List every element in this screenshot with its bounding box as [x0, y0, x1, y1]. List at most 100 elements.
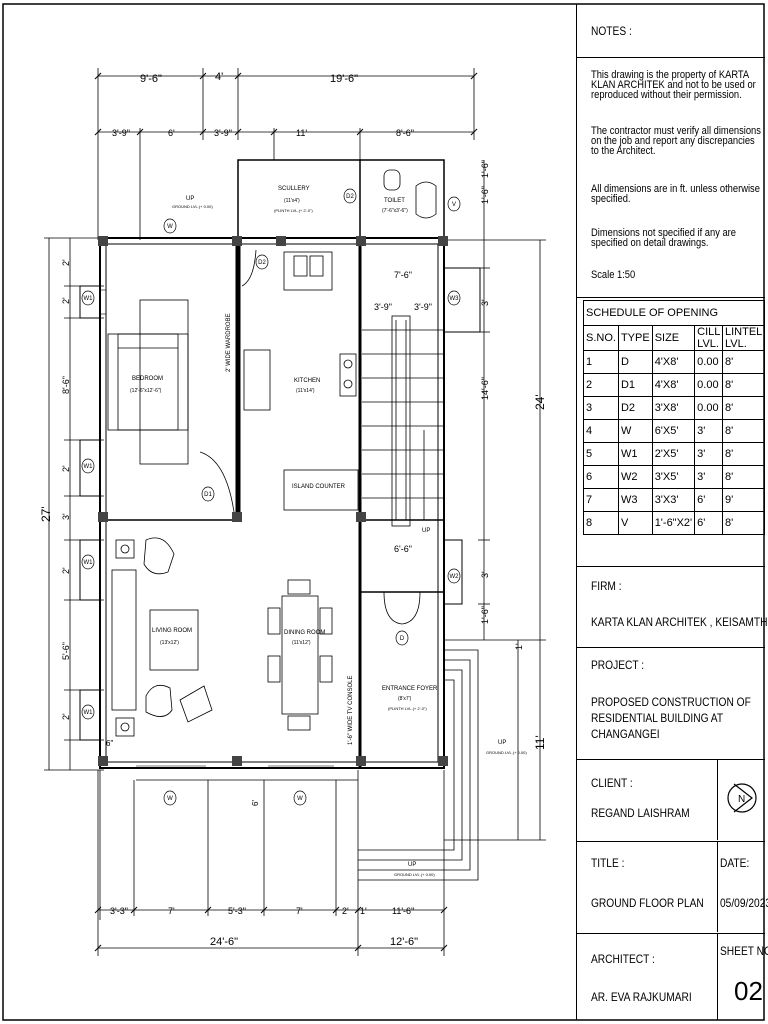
cell: 8'	[721, 511, 765, 535]
cell: 3'	[694, 442, 723, 466]
dim-top-inner-3: 3'-9"	[214, 128, 232, 138]
cell: 1	[583, 350, 619, 374]
cell: D	[617, 350, 653, 374]
cell: 2'X5'	[651, 442, 696, 466]
stair-dim-1: 7'-6"	[394, 270, 412, 280]
notes-section: This drawing is the property of KARTA KL…	[577, 58, 765, 298]
cell: 8'	[721, 373, 765, 397]
room-dining-size: (11'x12')	[292, 640, 311, 646]
cell: 0.00	[694, 373, 723, 397]
cell: 8'	[721, 350, 765, 374]
dim-top-outer-1: 9'-6"	[140, 73, 162, 85]
tag-w1-2: W1	[84, 464, 94, 470]
firm-label: FIRM :	[591, 579, 622, 593]
plan-text: 9'-6" 4' 19'-6" 3'-9" 6' 3'-9" 11' 8'-6"…	[39, 71, 547, 948]
up-label-4: UP	[408, 862, 416, 868]
dim-bottom-7: 11'-6"	[392, 906, 414, 916]
schedule-col-sno: S.NO.	[583, 325, 619, 351]
dim-left-6: 2'	[61, 567, 71, 574]
cell: 8'	[721, 442, 765, 466]
windows	[100, 289, 334, 767]
dim-top-inner-2: 6'	[168, 128, 175, 138]
stair-dim-4: 6'-6"	[394, 544, 412, 554]
dim-left-1: 2'	[61, 259, 71, 266]
cell: 6'	[694, 511, 723, 535]
notes-heading: NOTES :	[591, 24, 632, 38]
dim-top-inner-4: 11'	[296, 128, 307, 138]
client-label: CLIENT :	[591, 776, 633, 790]
dim-left-8: 2'	[61, 713, 71, 720]
dim-left-5: 3'	[61, 513, 71, 520]
note-5: Scale 1:50	[591, 269, 636, 281]
cell: 3	[583, 396, 619, 420]
cell: 8	[583, 511, 619, 535]
opening-tag-labels: W W1 W1 W1 W1 W W W3 W2 D D1 D2 D2 V	[84, 194, 460, 802]
room-island: ISLAND COUNTER	[292, 484, 346, 490]
furniture	[99, 169, 479, 920]
north-arrow-box: N	[717, 760, 766, 840]
room-foyer-lvl: (PLINTH LVL.(+ 2'-0")	[388, 706, 427, 711]
tag-w1-3: W1	[84, 560, 94, 566]
tag-w1-4: W1	[84, 710, 94, 716]
tag-w3: W3	[450, 296, 460, 302]
tag-w-1: W	[167, 224, 173, 230]
room-toilet-size: (7'-6"x3'-6")	[382, 208, 408, 214]
dim-right-6: 1'-6"	[480, 606, 490, 624]
project-value: PROPOSED CONSTRUCTION OF RESIDENTIAL BUI…	[591, 695, 751, 741]
dim-right-3: 14'-6"	[480, 377, 490, 400]
room-dining: DINING ROOM	[284, 630, 325, 636]
room-bedroom: BEDROOM	[132, 376, 163, 382]
room-toilet: TOILET	[384, 198, 405, 204]
dim-right-24: 24'	[533, 394, 547, 410]
cell: 8'	[721, 396, 765, 420]
misc-dim-2: 6'	[251, 800, 260, 806]
tag-d: D	[400, 636, 405, 642]
stair-dim-2: 3'-9"	[374, 302, 392, 312]
cell: W3	[617, 488, 653, 512]
cell: 6	[583, 465, 619, 489]
cell: 3'X5'	[651, 465, 696, 489]
cell: 6'	[694, 488, 723, 512]
cell: 0.00	[694, 350, 723, 374]
tag-w2: W2	[450, 574, 460, 580]
room-console: 1'-6" WIDE TV CONSOLE	[348, 675, 354, 745]
schedule-col-size: SIZE	[651, 325, 696, 351]
date-value: 05/09/2023	[720, 896, 768, 910]
schedule-of-opening-table: SCHEDULE OF OPENING S.NO. TYPE SIZE CILL…	[583, 300, 765, 535]
dim-bottom-5: 2'	[342, 906, 349, 916]
up-label-2: UP	[422, 528, 430, 534]
date-box: DATE: 05/09/2023	[717, 842, 768, 932]
cell: W2	[617, 465, 653, 489]
project-section: PROJECT : PROPOSED CONSTRUCTION OF RESID…	[577, 648, 765, 760]
tag-d1: D1	[204, 492, 212, 498]
cell: 0.00	[694, 396, 723, 420]
room-living-size: (13'x12')	[160, 640, 179, 646]
cell: V	[617, 511, 653, 535]
firm-section: FIRM : KARTA KLAN ARCHITEK , KEISAMTHONG	[577, 566, 768, 648]
columns	[98, 236, 448, 766]
cell: 3'X8'	[651, 396, 696, 420]
cell: D1	[617, 373, 653, 397]
dim-right-11: 11'	[533, 735, 547, 750]
up-label-1: UP	[186, 196, 194, 202]
title-label: TITLE :	[591, 856, 625, 870]
ground-lvl-label-4: GROUND LVL.(+ 0.00)	[394, 872, 435, 877]
cell: 6'X5'	[651, 419, 696, 443]
dim-left-3: 8'-6"	[61, 376, 71, 394]
client-section: CLIENT : REGAND LAISHRAM N	[577, 760, 765, 842]
dim-bottom-4: 7'	[296, 906, 303, 916]
cell: 1'-6"X2'	[651, 511, 696, 535]
walls	[79, 159, 481, 769]
cell: 3'X3'	[651, 488, 696, 512]
cell: 4'X8'	[651, 350, 696, 374]
dim-right-5: 3'	[480, 571, 490, 578]
firm-value: KARTA KLAN ARCHITEK , KEISAMTHONG	[591, 615, 768, 629]
architect-label: ARCHITECT :	[591, 952, 655, 966]
room-kitchen-size: (11'x14')	[296, 388, 315, 394]
